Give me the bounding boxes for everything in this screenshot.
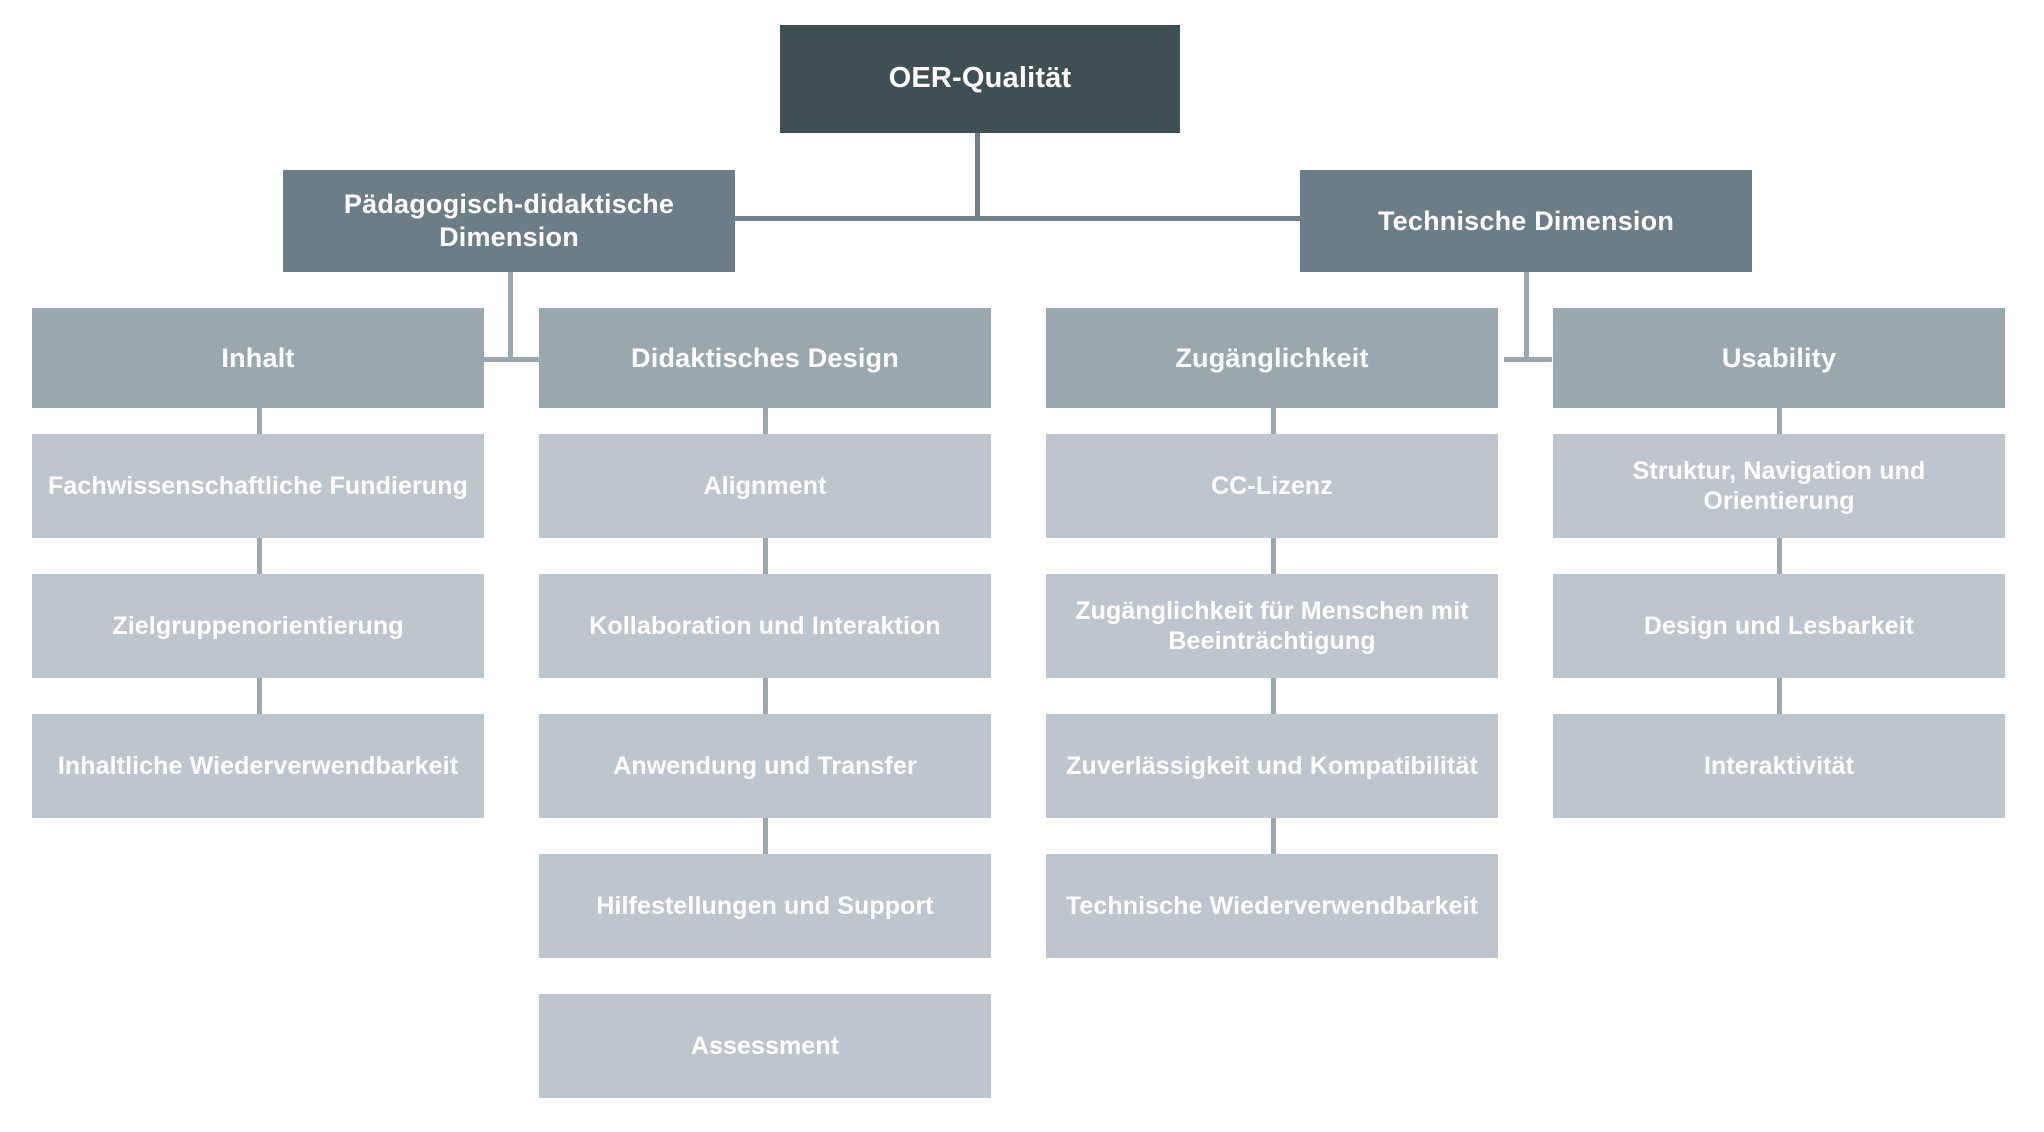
leaf-zielgruppenorientierung[interactable]: Zielgruppenorientierung xyxy=(32,574,484,678)
node-oer-qualitaet[interactable]: OER-Qualität xyxy=(780,25,1180,133)
leaf-hilfestellungen-und-support[interactable]: Hilfestellungen und Support xyxy=(539,854,991,958)
leaf-alignment[interactable]: Alignment xyxy=(539,434,991,538)
connector-didaktisches-design-spine xyxy=(763,408,768,958)
connector-technical-bus xyxy=(1504,357,1552,362)
leaf-cc-lizenz[interactable]: CC-Lizenz xyxy=(1046,434,1498,538)
leaf-zuverlaessigkeit-und-kompatibilitaet[interactable]: Zuverlässigkeit und Kompatibilität xyxy=(1046,714,1498,818)
node-zugaenglichkeit[interactable]: Zugänglichkeit xyxy=(1046,308,1498,408)
connector-root-stem xyxy=(975,133,980,218)
leaf-kollaboration-und-interaktion[interactable]: Kollaboration und Interaktion xyxy=(539,574,991,678)
leaf-design-und-lesbarkeit[interactable]: Design und Lesbarkeit xyxy=(1553,574,2005,678)
connector-root-bus xyxy=(735,216,1525,221)
node-technische-dimension[interactable]: Technische Dimension xyxy=(1300,170,1752,272)
leaf-zugaenglichkeit-fuer-menschen-mit-beeintraechtigung[interactable]: Zugänglichkeit für Menschen mit Beeinträ… xyxy=(1046,574,1498,678)
leaf-assessment[interactable]: Assessment xyxy=(539,994,991,1098)
leaf-interaktivitaet[interactable]: Interaktivität xyxy=(1553,714,2005,818)
node-didaktisches-design[interactable]: Didaktisches Design xyxy=(539,308,991,408)
node-usability[interactable]: Usability xyxy=(1553,308,2005,408)
connector-pedagogical-bus xyxy=(483,357,540,362)
connector-technical-stem xyxy=(1524,272,1529,360)
leaf-fachwissenschaftliche-fundierung[interactable]: Fachwissenschaftliche Fundierung xyxy=(32,434,484,538)
node-inhalt[interactable]: Inhalt xyxy=(32,308,484,408)
connector-pedagogical-stem xyxy=(508,272,513,360)
leaf-technische-wiederverwendbarkeit[interactable]: Technische Wiederverwendbarkeit xyxy=(1046,854,1498,958)
leaf-struktur-navigation-und-orientierung[interactable]: Struktur, Navigation und Orientierung xyxy=(1553,434,2005,538)
node-paedagogisch-didaktische-dimension[interactable]: Pädagogisch-didaktische Dimension xyxy=(283,170,735,272)
leaf-inhaltliche-wiederverwendbarkeit[interactable]: Inhaltliche Wiederverwendbarkeit xyxy=(32,714,484,818)
leaf-anwendung-und-transfer[interactable]: Anwendung und Transfer xyxy=(539,714,991,818)
